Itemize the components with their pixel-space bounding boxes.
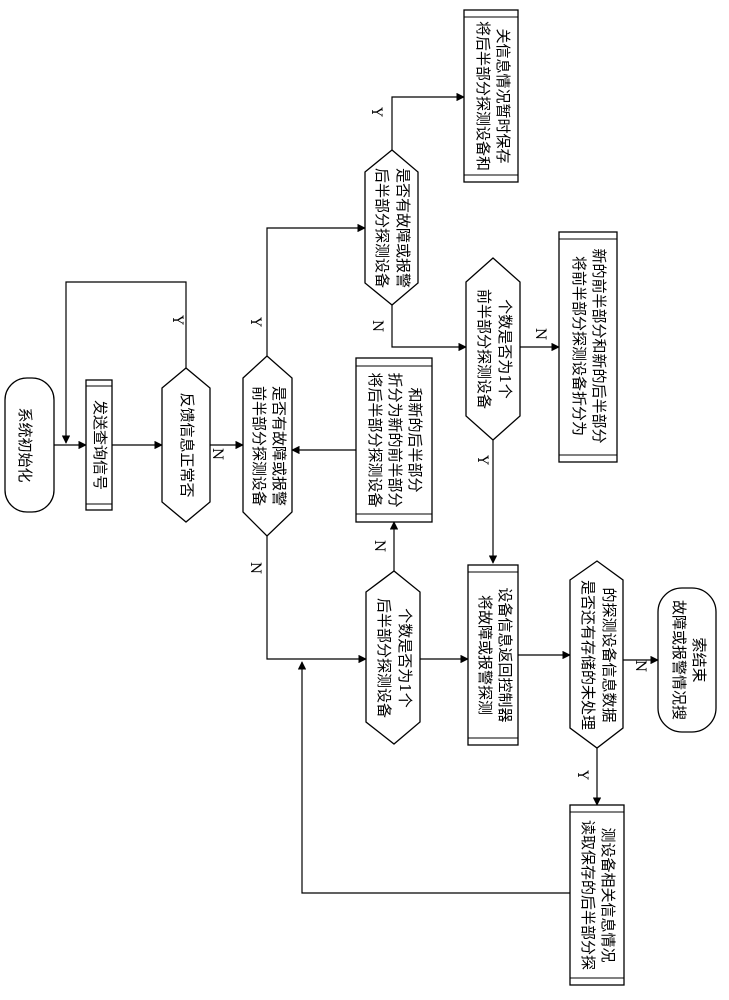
- back-count-label-1: 后半部分探测设备: [375, 598, 393, 718]
- save-back-label-1: 将后半部分探测设备和: [474, 21, 492, 171]
- front-fault-decision: 前半部分探测设备 是否有故障或报警: [242, 355, 293, 537]
- front-no-label: N: [247, 562, 263, 574]
- frontcount-yes-label: Y: [474, 454, 490, 465]
- arrow-front-yes-to-back: [266, 223, 366, 358]
- split-back-process: 将后半部分探测设备 折分为新的前半部分 和新的后半部分: [355, 357, 433, 523]
- start-terminal-label: 系统初始化: [16, 407, 34, 482]
- arrow-front-no-to-backcount: [266, 535, 367, 664]
- frontcount-no-label: N: [532, 328, 548, 340]
- send-query-process: 发送查询信号: [85, 379, 113, 511]
- split-back-label-3: 和新的后半部分: [406, 387, 424, 492]
- split-back-label-1: 将后半部分探测设备: [366, 372, 384, 507]
- back-fault-label-1: 后半部分探测设备: [373, 168, 391, 288]
- feedback-decision: 反馈信息正常否: [161, 367, 211, 523]
- front-yes-label: Y: [247, 316, 263, 327]
- stored-data-decision: 是否还有存储的未处理 的探测设备信息数据: [569, 560, 624, 749]
- front-count-label-2: 个数是否为1个: [496, 299, 514, 399]
- return-info-label-1: 将故障或报警探测: [476, 595, 494, 715]
- front-fault-label-2: 是否有故障或报警: [270, 386, 288, 506]
- back-fault-decision: 后半部分探测设备 是否有故障或报警: [364, 149, 419, 306]
- stored-no-label: N: [632, 660, 648, 672]
- save-back-process: 将后半部分探测设备和 关信息情况暂时保存: [463, 9, 519, 183]
- backcheck-yes-label: Y: [368, 106, 384, 117]
- back-count-decision: 后半部分探测设备 个数是否为1个: [365, 570, 421, 745]
- end-terminal-label-1: 故障或报警情况搜: [670, 600, 688, 720]
- front-fault-label-1: 前半部分探测设备: [250, 386, 268, 506]
- branch-labels: Y N Y N N Y N N Y N Y: [169, 106, 648, 780]
- read-saved-process: 读取保存的后半部分探 测设备相关信息情况: [569, 804, 625, 986]
- end-terminal-label-2: 索结束: [690, 637, 708, 682]
- return-info-process: 将故障或报警探测 设备信息返回控制器: [467, 564, 519, 746]
- arrow-backcheck-yes-to-save: [391, 92, 465, 150]
- backcheck-no-label: N: [369, 320, 385, 332]
- arrow-feedback-yes-loop: [61, 281, 187, 444]
- read-saved-label-2: 测设备相关信息情况: [599, 827, 617, 962]
- stored-yes-label: Y: [574, 769, 590, 780]
- back-fault-label-2: 是否有故障或报警: [394, 168, 412, 288]
- start-terminal: 系统初始化: [4, 377, 55, 513]
- back-count-label-2: 个数是否为1个: [396, 608, 414, 708]
- end-terminal: 故障或报警情况搜 索结束: [657, 587, 717, 733]
- split-back-label-2: 折分为新的前半部分: [386, 372, 404, 507]
- arrow-backcheck-no-to-frontcount: [391, 305, 467, 352]
- feedback-yes-label: Y: [169, 314, 185, 325]
- arrow-read-loop-to-backcount: [297, 661, 570, 894]
- stored-data-label-2: 的探测设备信息数据: [600, 587, 618, 722]
- stored-data-label-1: 是否还有存储的未处理: [579, 580, 597, 730]
- split-front-label-2: 新的前半部分和新的后半部分: [590, 248, 608, 443]
- connectors: [54, 92, 659, 894]
- return-info-label-2: 设备信息返回控制器: [496, 587, 514, 722]
- feedback-no-label: N: [209, 448, 225, 460]
- front-count-decision: 前半部分探测设备 个数是否为1个: [465, 257, 521, 441]
- front-count-label-1: 前半部分探测设备: [475, 289, 493, 409]
- split-front-label-1: 将前半部分探测设备折分为: [570, 256, 588, 436]
- split-front-process: 将前半部分探测设备折分为 新的前半部分和新的后半部分: [558, 231, 618, 463]
- backcount-no-label: N: [371, 540, 387, 552]
- read-saved-label-1: 读取保存的后半部分探: [579, 820, 597, 970]
- save-back-label-2: 关信息情况暂时保存: [494, 28, 512, 163]
- send-query-label: 发送查询信号: [91, 400, 109, 490]
- feedback-decision-label: 反馈信息正常否: [178, 392, 196, 497]
